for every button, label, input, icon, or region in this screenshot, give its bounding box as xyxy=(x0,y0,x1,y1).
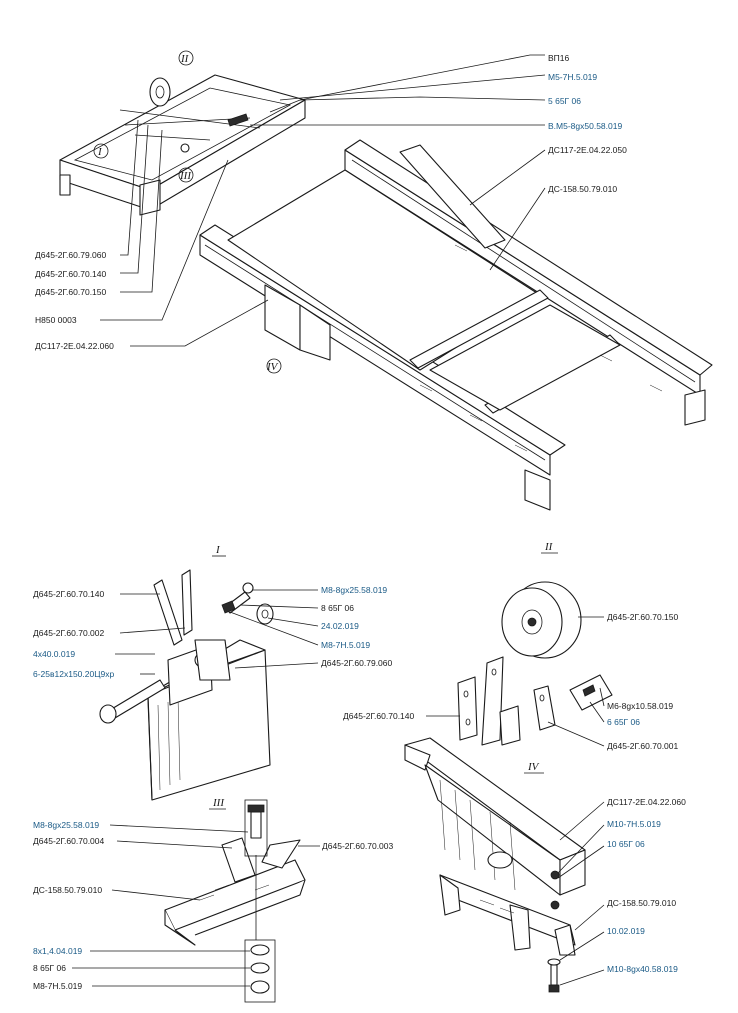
callout-I-002: Д645-2Г.60.70.002 xyxy=(33,628,105,638)
callout-ds117-060: ДС117-2Е.04.22.060 xyxy=(35,341,114,351)
detail-II-title: II xyxy=(544,541,554,553)
callout-bolt-m5: В.М5-8gx50.58.019 xyxy=(548,121,622,131)
callout-d645-140: Д645-2Г.60.70.140 xyxy=(35,269,107,279)
foot-left xyxy=(524,469,551,511)
callout-d645-060: Д645-2Г.60.79.060 xyxy=(35,250,107,260)
callout-III-nut: М8-7Н.5.019 xyxy=(33,981,82,991)
svg-text:II: II xyxy=(180,53,190,65)
detail-III: III М8-8gx25.58.019 Д645-2Г.60.70.004 xyxy=(33,797,394,1003)
callout-flap: ДС117-2Е.04.22.050 xyxy=(548,145,627,155)
detail-III-title: III xyxy=(212,797,225,809)
callout-III-washer-flat: 8х1,4.04.019 xyxy=(33,946,82,956)
callout-II-bolt: М6-8gx10.58.019 xyxy=(607,701,673,711)
plate-1 xyxy=(457,676,478,741)
svg-text:IV: IV xyxy=(266,361,279,373)
callout-III-floor: ДС-158.50.79.010 xyxy=(33,885,102,895)
callout-washer-5: 5 65Г 06 xyxy=(548,96,581,106)
callout-I-bolt: М8-8gx25.58.019 xyxy=(321,585,387,595)
callout-III-003: Д645-2Г.60.70.003 xyxy=(322,841,394,851)
callout-IV-nut: М10-7Н.5.019 xyxy=(607,819,661,829)
callout-II-washer: 6 65Г 06 xyxy=(607,717,640,727)
callout-III-bolt: М8-8gx25.58.019 xyxy=(33,820,99,830)
detail-IV-title: IV xyxy=(527,761,540,773)
detail-IV: IV ДС117-2Е.04.22.060 М10-7Н.5.019 1 xyxy=(404,737,686,993)
callout-II-001: Д645-2Г.60.70.001 xyxy=(607,741,679,751)
callout-I-split-pin: 4х40.0.019 xyxy=(33,649,75,659)
callout-III-washer-spring: 8 65Г 06 xyxy=(33,963,66,973)
callout-I-060: Д645-2Г.60.79.060 xyxy=(321,658,393,668)
marker-III: III xyxy=(178,167,194,183)
callout-III-004: Д645-2Г.60.70.004 xyxy=(33,836,105,846)
main-frame-drawing: II I III IV ВП16 М5-7Н.5.019 5 65Г 06 В.… xyxy=(35,50,713,511)
callout-n850: Н850 0003 xyxy=(35,315,77,325)
callout-IV-060: ДС117-2Е.04.22.060 xyxy=(607,797,686,807)
callout-II-roller: Д645-2Г.60.70.150 xyxy=(607,612,679,622)
callout-m5-nut: М5-7Н.5.019 xyxy=(548,72,597,82)
svg-text:III: III xyxy=(179,170,192,182)
marker-IV: IV xyxy=(266,358,282,374)
marker-I: I xyxy=(93,143,109,159)
foot-right xyxy=(684,389,706,426)
callout-IV-bolt: М10-8gx40.58.019 xyxy=(607,964,678,974)
callout-d645-150: Д645-2Г.60.70.150 xyxy=(35,287,107,297)
callout-I-140: Д645-2Г.60.70.140 xyxy=(33,589,105,599)
callout-IV-washer-flat: 10.02.019 xyxy=(607,926,645,936)
callout-IV-washer: 10 65Г 06 xyxy=(607,839,645,849)
detail-II: II Д645-2Г.60.70.150 Д645-2Г.60.70.140 М… xyxy=(343,541,679,751)
callout-vp16: ВП16 xyxy=(548,53,570,63)
svg-text:I: I xyxy=(97,146,103,158)
callout-IV-floor: ДС-158.50.79.010 xyxy=(607,898,676,908)
hinged-flap xyxy=(399,144,506,249)
callout-I-nut: М8-7Н.5.019 xyxy=(321,640,370,650)
roller-II xyxy=(149,77,171,107)
callout-I-washer2: 24.02.019 xyxy=(321,621,359,631)
detail-I: I Д645-2Г.60. xyxy=(33,544,393,801)
marker-II: II xyxy=(178,50,194,66)
callout-I-pin: 6-25в12х150.20Ц9хр xyxy=(33,669,114,679)
callout-I-washer: 8 65Г 06 xyxy=(321,603,354,613)
detail-I-title: I xyxy=(215,544,221,556)
callout-floor: ДС-158.50.79.010 xyxy=(548,184,617,194)
callout-II-140: Д645-2Г.60.70.140 xyxy=(343,711,415,721)
